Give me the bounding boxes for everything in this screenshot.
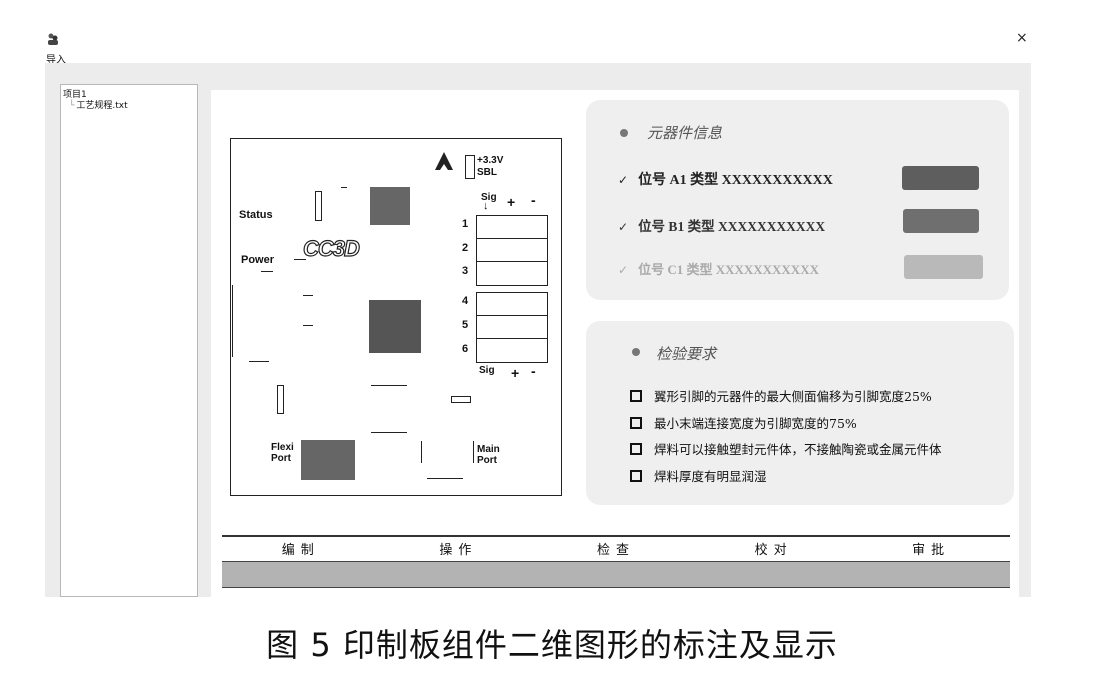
pin-number-3: 3 — [462, 265, 469, 277]
checkbox-icon[interactable] — [630, 470, 642, 482]
sig-down-arrow-icon: ↓ — [483, 200, 489, 212]
trace — [294, 259, 306, 260]
inspection-title: 检验要求 — [656, 345, 717, 363]
component-info-title: 元器件信息 — [647, 124, 723, 142]
check-icon: ✓ — [618, 220, 629, 234]
close-button[interactable]: × — [1016, 30, 1028, 46]
requirement-text: 焊料厚度有明显润湿 — [654, 469, 767, 484]
trace — [303, 325, 313, 326]
component-info-panel: 元器件信息 ✓ 位号 A1 类型 XXXXXXXXXXX ✓ 位号 B1 类型 XX… — [586, 100, 1009, 300]
component-color-swatch[interactable] — [903, 209, 979, 233]
requirement-text: 焊料可以接触塑封元件体，不接触陶瓷或金属元件体 — [654, 442, 942, 457]
trace — [371, 432, 407, 433]
sbl-pad — [465, 155, 475, 179]
signoff-header: 审批 — [912, 543, 951, 558]
voltage-label: +3.3V — [477, 155, 504, 166]
chip-b1[interactable] — [301, 440, 355, 480]
minus-top: - — [531, 192, 536, 208]
table-rule — [222, 535, 1010, 537]
checkbox-icon[interactable] — [630, 417, 642, 429]
status-label: Status — [239, 209, 273, 221]
sig-top-label: Sig — [481, 192, 497, 203]
component-row-b1[interactable]: ✓ 位号 B1 类型 XXXXXXXXXXX — [618, 215, 825, 235]
check-icon: ✓ — [618, 173, 629, 187]
component-color-swatch[interactable] — [904, 255, 983, 279]
signoff-header: 编制 — [281, 543, 320, 558]
signoff-input-row[interactable] — [222, 561, 1010, 588]
trace — [427, 478, 463, 479]
pin-number-4: 4 — [462, 295, 469, 307]
chip-a1[interactable] — [369, 300, 421, 353]
component-row-label: 位号 B1 类型 XXXXXXXXXXX — [638, 219, 826, 234]
component-row-c1[interactable]: ✓ 位号 C1 类型 XXXXXXXXXXX — [618, 259, 819, 278]
signoff-header: 检查 — [596, 543, 635, 558]
trace — [303, 295, 313, 296]
requirement-text: 最小末端连接宽度为引脚宽度的75% — [654, 416, 857, 431]
trace — [473, 441, 474, 463]
signoff-table: 编制 操作 检查 校对 审批 — [222, 535, 1010, 589]
flexi-port-label: Flexi Port — [271, 442, 294, 464]
project-tree[interactable]: 项目1 └工艺规程.txt — [60, 84, 198, 597]
trace — [371, 385, 407, 386]
trace — [249, 361, 269, 362]
users-group-icon[interactable] — [46, 32, 60, 46]
pin-number-6: 6 — [462, 343, 469, 355]
tree-item-project[interactable]: 项目1 — [63, 90, 87, 100]
orientation-arrow-notch — [440, 164, 448, 170]
check-icon: ✓ — [618, 263, 629, 277]
requirement-text: 翼形引脚的元器件的最大侧面偏移为引脚宽度25% — [654, 389, 932, 404]
requirement-item[interactable]: 翼形引脚的元器件的最大侧面偏移为引脚宽度25% — [630, 386, 932, 405]
trace — [232, 285, 233, 357]
signoff-header-row: 编制 操作 检查 校对 审批 — [222, 539, 1010, 558]
signoff-header: 操作 — [439, 543, 478, 558]
main-port-label: Main Port — [477, 444, 500, 466]
plus-bottom: + — [511, 365, 520, 381]
trace — [421, 441, 422, 463]
trace — [261, 271, 273, 272]
checkbox-icon[interactable] — [630, 443, 642, 455]
component-row-label: 位号 A1 类型 XXXXXXXXXXX — [638, 173, 833, 188]
component-color-swatch[interactable] — [902, 166, 979, 190]
figure-caption: 图 5 印制板组件二维图形的标注及显示 — [266, 626, 838, 664]
inspection-panel: 检验要求 翼形引脚的元器件的最大侧面偏移为引脚宽度25% 最小末端连接宽度为引脚… — [586, 321, 1014, 505]
pin-number-2: 2 — [462, 242, 469, 254]
component-pad — [451, 396, 471, 403]
pin-header-bottom — [476, 292, 548, 363]
component-row-a1[interactable]: ✓ 位号 A1 类型 XXXXXXXXXXX — [618, 169, 833, 189]
requirement-item[interactable]: 焊料可以接触塑封元件体，不接触陶瓷或金属元件体 — [630, 439, 942, 458]
requirement-item[interactable]: 最小末端连接宽度为引脚宽度的75% — [630, 413, 857, 432]
orientation-arrow-icon — [435, 152, 453, 170]
section-bullet — [620, 129, 628, 137]
sbl-label: SBL — [477, 167, 497, 178]
section-bullet — [632, 348, 640, 356]
sig-bottom-label: Sig — [479, 365, 495, 376]
import-button-label[interactable]: 导入 — [46, 55, 66, 66]
component-row-label: 位号 C1 类型 XXXXXXXXXXX — [638, 262, 819, 277]
trace — [341, 187, 347, 188]
power-label: Power — [241, 254, 275, 266]
pin-header-top — [476, 215, 548, 286]
component-pad — [315, 191, 322, 221]
component-pad — [277, 385, 284, 414]
pin-number-1: 1 — [462, 218, 469, 230]
minus-bottom: - — [531, 363, 536, 379]
checkbox-icon[interactable] — [630, 390, 642, 402]
board-logo: CC3D — [302, 235, 360, 261]
pin-number-5: 5 — [462, 319, 469, 331]
chip-c1[interactable] — [370, 187, 410, 225]
pcb-board[interactable]: Status Power CC3D Flexi Port Main Port +… — [230, 138, 562, 496]
tree-item-file[interactable]: └工艺规程.txt — [69, 101, 128, 111]
tree-item-file-label: 工艺规程.txt — [76, 101, 128, 111]
signoff-header: 校对 — [754, 543, 793, 558]
requirement-item[interactable]: 焊料厚度有明显润湿 — [630, 466, 767, 485]
plus-top: + — [507, 194, 516, 210]
